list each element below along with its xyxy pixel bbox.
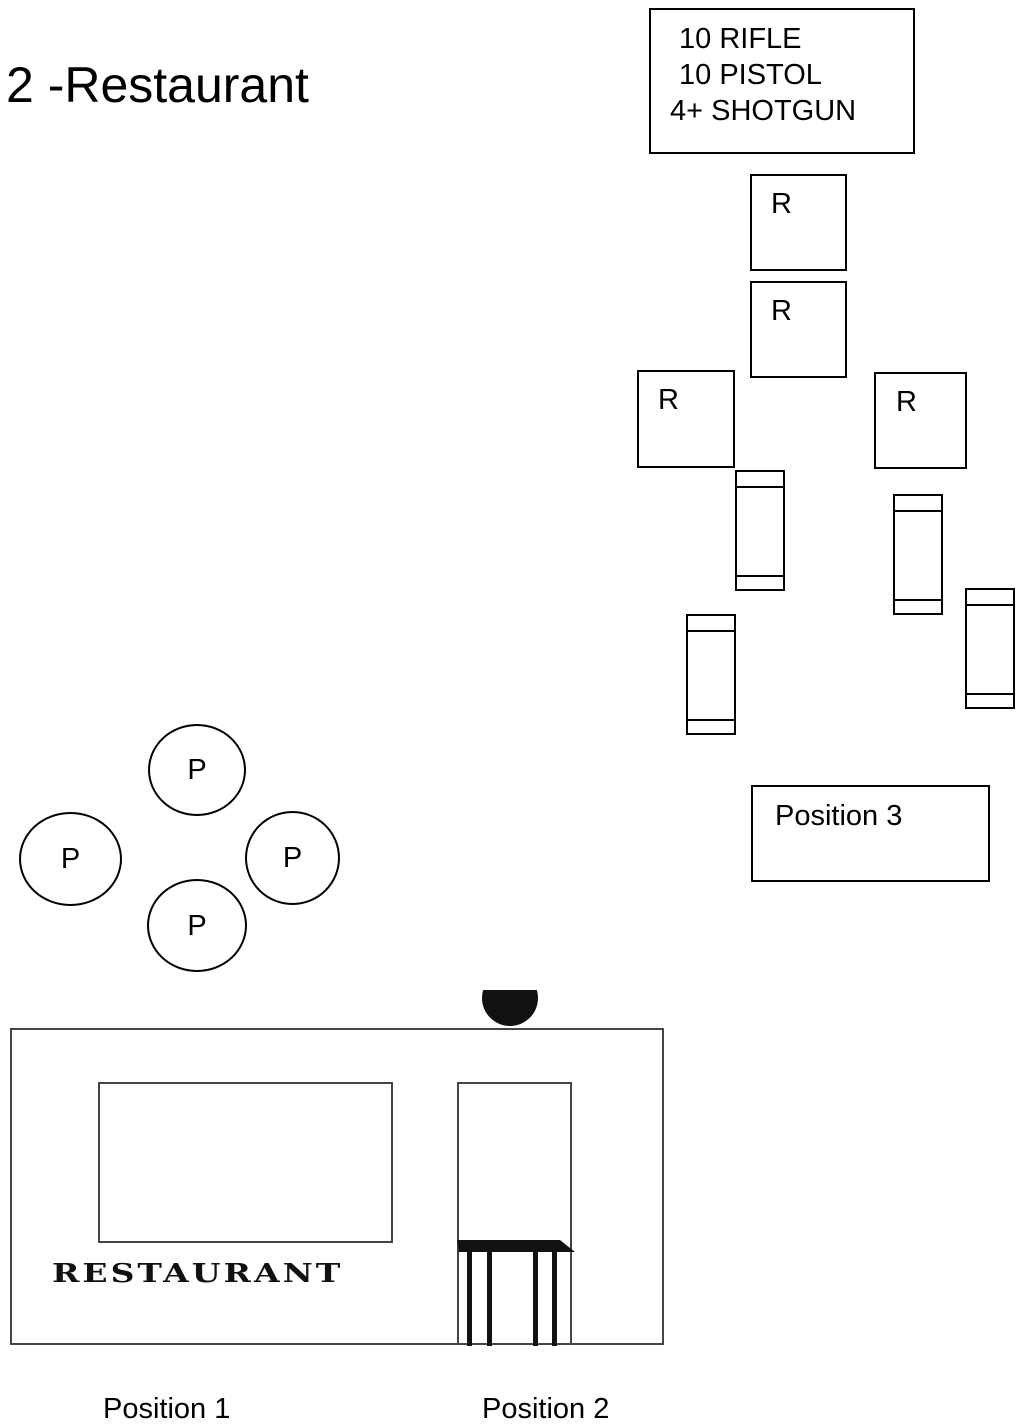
position-1-label: Position 1 — [103, 1393, 231, 1425]
target-stripe — [737, 575, 783, 577]
ammo-pistol: 10 PISTOL — [679, 59, 822, 91]
ammo-count-box: 10 RIFLE 10 PISTOL 4+ SHOTGUN — [649, 8, 915, 154]
target-stripe — [967, 693, 1013, 695]
rifle-position-label: R — [771, 295, 792, 327]
target-3 — [686, 614, 736, 735]
rifle-position-label: R — [896, 386, 917, 418]
target-stripe — [688, 719, 734, 721]
page-title: 2 -Restaurant — [6, 57, 309, 113]
target-stripe — [967, 604, 1013, 606]
rifle-position-3: R — [637, 370, 735, 468]
target-stripe — [895, 599, 941, 601]
pistol-position-label: P — [187, 754, 207, 786]
restaurant-sign: RESTAURANT — [52, 1257, 344, 1289]
rifle-position-4: R — [874, 372, 967, 469]
pistol-position-top: P — [148, 724, 246, 816]
rifle-position-label: R — [658, 384, 679, 416]
storefront-window — [98, 1082, 393, 1243]
target-stripe — [737, 486, 783, 488]
target-stripe — [895, 510, 941, 512]
table-icon — [457, 1240, 575, 1346]
pistol-position-label: P — [187, 909, 207, 942]
pistol-position-right: P — [245, 811, 340, 905]
rifle-position-2: R — [750, 281, 847, 378]
position-3-box: Position 3 — [751, 785, 990, 882]
pistol-position-label: P — [282, 842, 303, 874]
target-2 — [893, 494, 943, 615]
pistol-position-left: P — [19, 812, 122, 906]
rifle-position-label: R — [771, 188, 792, 220]
position-2-label: Position 2 — [482, 1393, 610, 1425]
target-stripe — [688, 630, 734, 632]
ammo-rifle: 10 RIFLE — [679, 23, 802, 55]
pistol-position-label: P — [60, 843, 81, 875]
target-1 — [735, 470, 785, 591]
rifle-position-1: R — [750, 174, 847, 271]
position-3-label: Position 3 — [775, 800, 903, 832]
target-4 — [965, 588, 1015, 709]
pistol-position-bottom: P — [147, 879, 247, 972]
lamp-icon — [482, 990, 538, 1028]
storefront-door — [457, 1082, 572, 1345]
ammo-shotgun: 4+ SHOTGUN — [670, 95, 857, 127]
